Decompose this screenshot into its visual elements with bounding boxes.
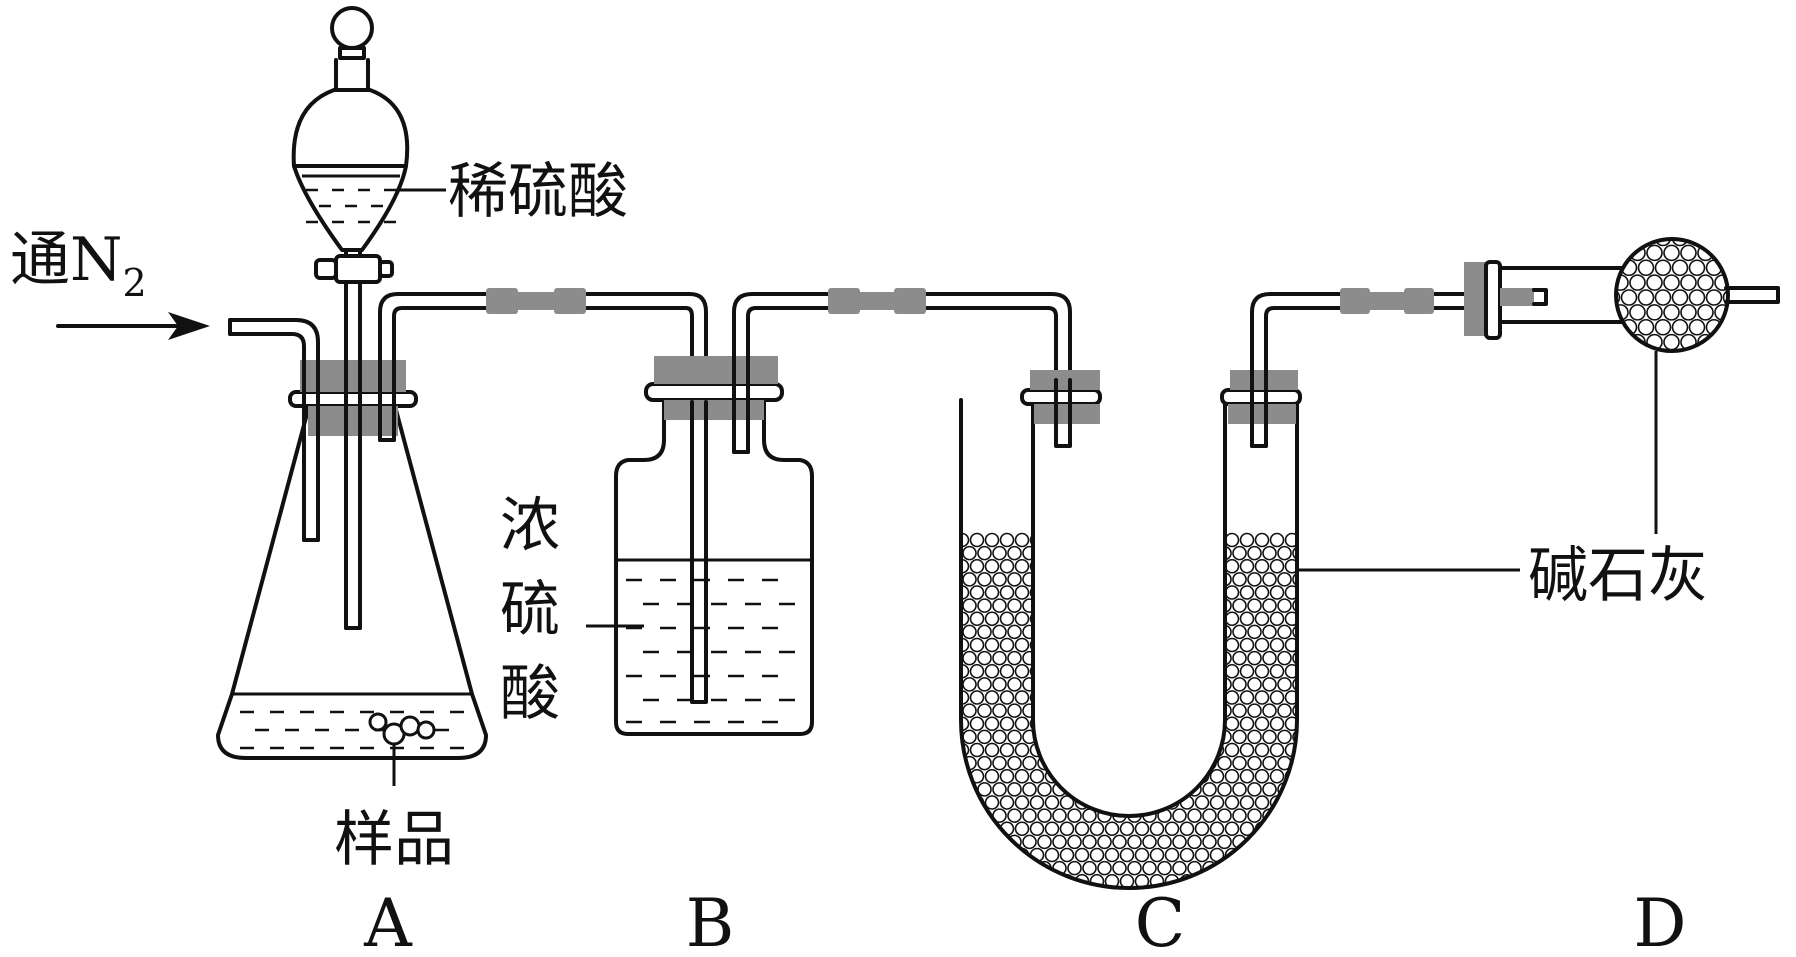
dilute-acid-label: 稀硫酸 (448, 157, 628, 227)
apparatus-label-d: D (1634, 885, 1687, 957)
conc-acid-label-1: 浓 (500, 491, 560, 561)
rubber-connector-ab (486, 288, 586, 314)
flask-a (216, 268, 708, 786)
rubber-connector-cd (1340, 288, 1434, 314)
separatory-funnel (291, 6, 446, 284)
conc-acid-label-2: 硫 (500, 575, 560, 645)
inlet-label: 通N2 (10, 225, 147, 305)
sample-label: 样品 (334, 805, 454, 875)
rubber-connector-bc (828, 288, 926, 314)
flask-a-liquid (218, 694, 486, 758)
apparatus-label-b: B (686, 885, 735, 957)
apparatus-label-a: A (363, 885, 413, 957)
apparatus-label-c: C (1135, 885, 1186, 957)
u-tube-c (959, 292, 1520, 890)
soda-lime-label: 碱石灰 (1528, 541, 1708, 611)
n2-inlet-arrow (56, 312, 210, 340)
conc-acid-label-3: 酸 (500, 659, 560, 729)
drying-tube-d (1464, 237, 1780, 534)
